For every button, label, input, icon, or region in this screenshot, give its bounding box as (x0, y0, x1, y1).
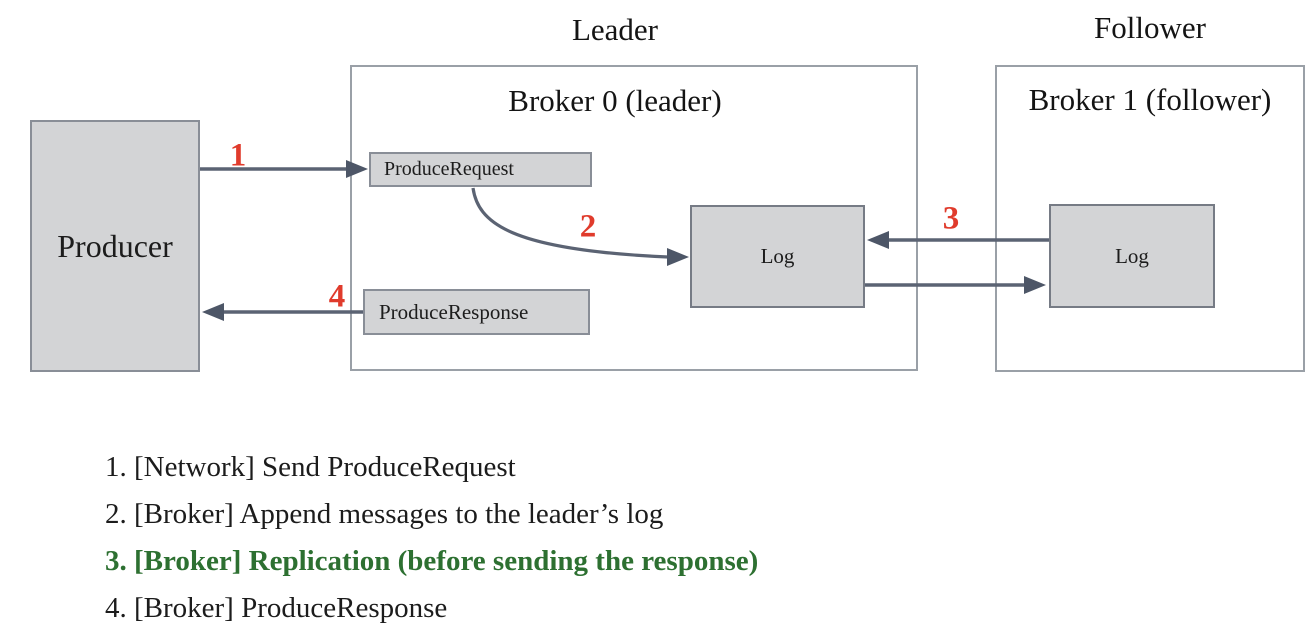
broker0-title: Broker 0 (leader) (508, 83, 722, 118)
leader-log-label: Log (760, 244, 795, 268)
leader-log-box: Log (690, 205, 865, 308)
legend-item-3-highlighted: 3. [Broker] Replication (before sending … (105, 545, 759, 577)
legend-item-4: 4. [Broker] ProduceResponse (105, 592, 448, 624)
follower-log-box: Log (1049, 204, 1215, 308)
follower-column-heading: Follower (1094, 10, 1206, 45)
producer-box: Producer (30, 120, 200, 372)
producer-label: Producer (57, 227, 173, 264)
step-number-2: 2 (579, 208, 597, 245)
produce-request-label: ProduceRequest (384, 158, 514, 180)
steps-legend: 1. [Network] Send ProduceRequest 2. [Bro… (105, 444, 758, 632)
leader-column-heading: Leader (571, 12, 659, 47)
step-number-1: 1 (229, 137, 247, 174)
arrow-4-head-icon (202, 303, 224, 321)
produce-response-label: ProduceResponse (379, 299, 529, 324)
step-number-4: 4 (328, 278, 346, 315)
legend-item-1: 1. [Network] Send ProduceRequest (105, 451, 516, 483)
produce-response-box: ProduceResponse (363, 289, 590, 335)
step-number-3: 3 (942, 200, 960, 237)
follower-log-label: Log (1115, 243, 1149, 268)
broker1-title: Broker 1 (follower) (1028, 82, 1272, 117)
legend-item-2: 2. [Broker] Append messages to the leade… (105, 498, 664, 530)
produce-request-box: ProduceRequest (369, 152, 592, 187)
